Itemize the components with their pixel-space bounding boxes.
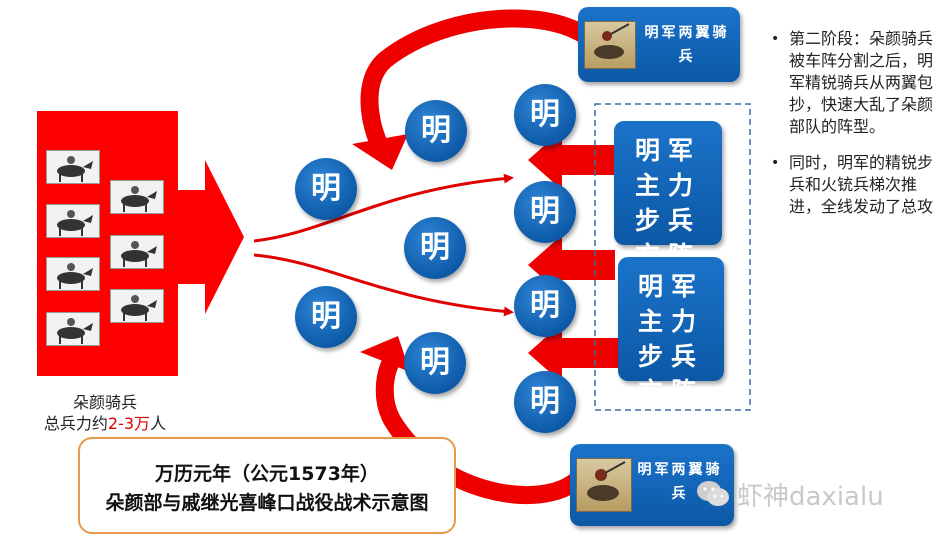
duoyan-force-label: 朵颜骑兵 总兵力约2-3万人 <box>30 392 180 434</box>
diagram-title-box: 万历元年（公元1573年） 朵颜部与戚继光喜峰口战役战术示意图 <box>78 437 456 534</box>
watermark: 虾神daxialu <box>695 474 935 514</box>
ming-unit-circle: 明 <box>514 84 576 146</box>
force-size: 总兵力约2-3万人 <box>30 413 180 434</box>
advance-arrow-upper <box>254 178 510 241</box>
title-line-2: 朵颜部与戚继光喜峰口战役战术示意图 <box>80 488 454 515</box>
note-text: 同时，明军的精锐步兵和火铳兵梯次推进，全线发动了总攻 <box>789 153 933 216</box>
note-text: 第二阶段：朵颜骑兵被车阵分割之后，明军精锐骑兵从两翼包抄，快速大乱了朵颜部队的阵… <box>789 29 933 136</box>
horse-rider-icon <box>110 235 164 269</box>
cavalry-picture <box>584 21 636 69</box>
bullet-icon: • <box>771 152 779 174</box>
ming-unit-circle: 明 <box>404 217 466 279</box>
horse-rider-icon <box>110 289 164 323</box>
horse-rider-icon <box>46 204 100 238</box>
notes-panel: • 第二阶段：朵颜骑兵被车阵分割之后，明军精锐骑兵从两翼包抄，快速大乱了朵颜部队的… <box>767 28 937 232</box>
wechat-icon <box>695 478 731 510</box>
ming-unit-circle: 明 <box>514 371 576 433</box>
ming-unit-circle: 明 <box>295 286 357 348</box>
force-size-number: 2-3万 <box>108 414 150 433</box>
bullet-icon: • <box>771 28 779 50</box>
force-size-suffix: 人 <box>150 414 166 433</box>
ming-unit-circle: 明 <box>514 181 576 243</box>
ming-unit-circle: 明 <box>295 158 357 220</box>
horse-rider-icon <box>46 150 100 184</box>
ming-unit-circle: 明 <box>405 100 467 162</box>
horse-rider-icon <box>46 312 100 346</box>
note-item: • 同时，明军的精锐步兵和火铳兵梯次推进，全线发动了总攻 <box>767 152 937 218</box>
cavalry-picture <box>576 458 632 512</box>
note-item: • 第二阶段：朵颜骑兵被车阵分割之后，明军精锐骑兵从两翼包抄，快速大乱了朵颜部队的… <box>767 28 937 138</box>
wing-label: 明军两翼骑兵 <box>640 21 734 69</box>
horse-rider-icon <box>110 180 164 214</box>
ming-wing-cavalry-top: 明军两翼骑兵 <box>578 7 740 82</box>
ming-unit-circle: 明 <box>404 332 466 394</box>
infantry-label: 明军主力步兵方阵 <box>622 133 714 273</box>
watermark-text: 虾神daxialu <box>737 476 884 513</box>
force-size-prefix: 总兵力约 <box>44 414 108 433</box>
ming-main-infantry-top: 明军主力步兵方阵 <box>614 121 722 245</box>
force-name: 朵颜骑兵 <box>30 392 180 413</box>
advance-arrow-lower <box>254 255 510 312</box>
horse-rider-icon <box>46 257 100 291</box>
ming-unit-circle: 明 <box>514 275 576 337</box>
title-line-1: 万历元年（公元1573年） <box>80 459 454 486</box>
ming-main-infantry-bottom: 明军主力步兵方阵 <box>618 257 724 381</box>
cavalry-advance-arrow <box>178 160 244 314</box>
infantry-label: 明军主力步兵方阵 <box>626 269 716 409</box>
